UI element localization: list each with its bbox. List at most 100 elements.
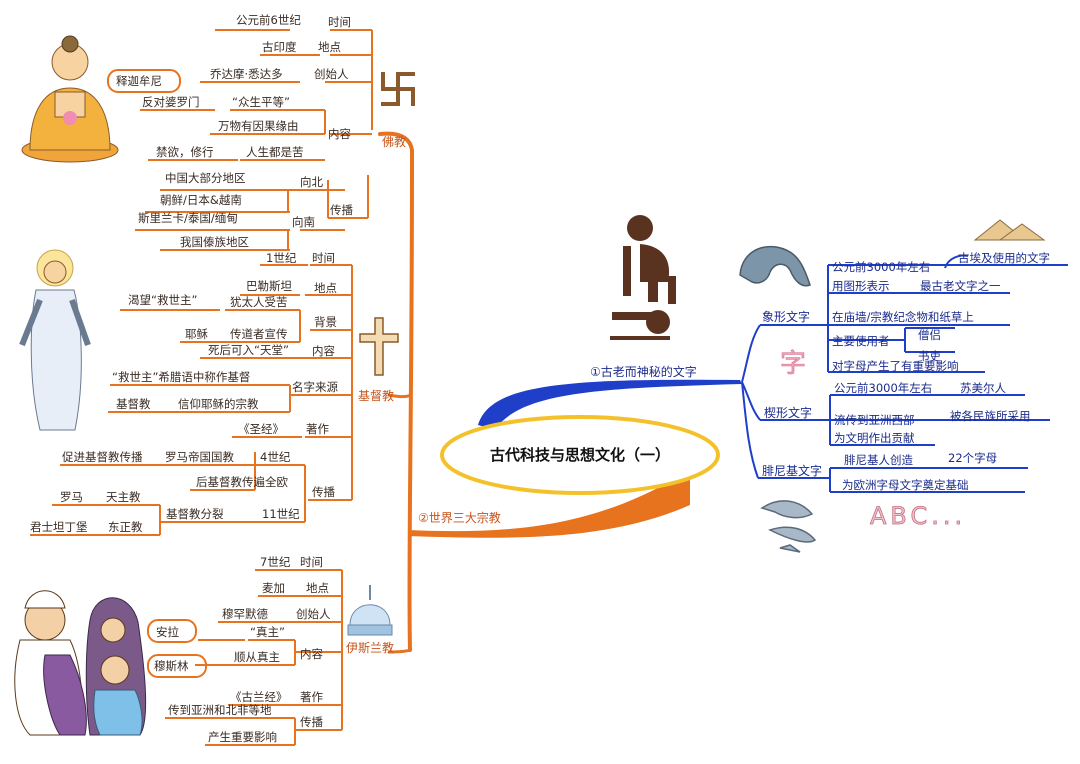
mosque-icon <box>347 585 393 636</box>
right-section <box>741 254 1068 493</box>
islam-section <box>147 569 343 746</box>
buddhism-south-key: 向南 <box>292 215 315 229</box>
main-spine-left <box>378 131 415 652</box>
hieroglyph-form: 用图形表示 <box>832 279 890 293</box>
buddhism-south-2: 我国傣族地区 <box>180 235 249 249</box>
phoenician-creator: 腓尼基人创造 <box>844 453 913 467</box>
christianity-place-key: 地点 <box>314 281 337 295</box>
christianity-work-key: 著作 <box>306 422 329 436</box>
islam-time-val: 7世纪 <box>260 555 291 569</box>
pharaoh-hieroglyph-figure <box>610 215 676 340</box>
pyramid-icon <box>973 219 1046 241</box>
hieroglyph-form-note: 最古老文字之一 <box>920 279 1001 293</box>
islam-founder-val: 穆罕默德 <box>222 607 268 621</box>
cuneiform-time-note: 苏美尔人 <box>960 381 1006 395</box>
serpent-glyph-icon <box>739 245 811 287</box>
buddhism-time-key: 时间 <box>328 15 351 29</box>
buddhism-founder-val: 乔达摩·悉达多 <box>210 67 283 81</box>
buddhism-c3-note: 禁欲，修行 <box>156 145 214 159</box>
buddhism-section <box>107 29 373 251</box>
buddhism-north-key: 向北 <box>300 175 323 189</box>
islam-content-key: 内容 <box>300 647 323 661</box>
christianity-catholic: 天主教 <box>106 490 141 504</box>
buddhism-place-key: 地点 <box>318 40 341 54</box>
islam-label: 伊斯兰教 <box>346 640 394 655</box>
cross-icon <box>359 317 399 376</box>
christianity-c4-1-note: 促进基督教传播 <box>62 450 143 464</box>
christianity-bg-2-note: 耶稣 <box>185 327 208 341</box>
islam-work-key: 著作 <box>300 690 323 704</box>
hieroglyph-label-icon: 字 <box>780 349 806 379</box>
islam-c1: “真主” <box>250 625 285 639</box>
branch-right-label: ①古老而神秘的文字 <box>590 364 697 379</box>
islam-spread-key: 传播 <box>300 715 323 729</box>
islam-c2-note: 穆斯林 <box>154 659 189 673</box>
christianity-bg-2: 传道者宣传 <box>230 327 288 341</box>
hieroglyph-user-2: 书吏 <box>918 349 941 363</box>
buddhism-label: 佛教 <box>382 134 406 149</box>
swastika-icon <box>381 72 415 106</box>
christianity-content-val: 死后可入“天堂” <box>208 343 289 357</box>
islam-spread-1: 传到亚洲和北非等地 <box>168 703 272 717</box>
phoenician-label: 腓尼基文字 <box>762 463 822 478</box>
hieroglyph-influence: 对字母产生了有重要影响 <box>832 359 959 373</box>
hieroglyph-users: 主要使用者 <box>832 334 890 348</box>
christianity-content-key: 内容 <box>312 344 335 358</box>
islam-founder-key: 创始人 <box>296 607 331 621</box>
hieroglyph-where: 在庙墙/宗教纪念物和纸草上 <box>832 310 974 324</box>
spine-to-islam <box>387 648 411 654</box>
buddhism-c2: 万物有因果缘由 <box>218 119 299 133</box>
center-node <box>440 415 720 495</box>
cuneiform-time: 公元前3000年左右 <box>834 381 932 395</box>
branch-left-label: ②世界三大宗教 <box>418 510 501 525</box>
christianity-name-2: 信仰耶稣的宗教 <box>178 397 259 411</box>
buddhism-spread-key: 传播 <box>330 203 353 217</box>
hieroglyph-label: 象形文字 <box>762 309 810 324</box>
phoenician-abc: ABC... <box>870 502 966 530</box>
buddhism-south-1: 斯里兰卡/泰国/缅甸 <box>138 211 238 225</box>
buddha-figure <box>21 35 119 163</box>
buddhism-founder-key: 创始人 <box>314 67 349 81</box>
cuneiform-label: 楔形文字 <box>764 405 812 420</box>
christianity-name-2-note: 基督教 <box>116 397 151 411</box>
buddhism-time-val: 公元前6世纪 <box>236 13 301 27</box>
buddhism-content-key: 内容 <box>328 127 351 141</box>
christianity-c11-val: 基督教分裂 <box>166 507 224 521</box>
christianity-spread-key: 传播 <box>312 485 335 499</box>
phoenician-creator-note: 22个字母 <box>948 451 997 465</box>
christianity-c11-key: 11世纪 <box>262 507 300 521</box>
christianity-bg-1: 犹太人受苦 <box>230 295 288 309</box>
islam-c2: 顺从真主 <box>234 650 280 664</box>
christianity-orthodox-note: 君士坦丁堡 <box>30 520 88 534</box>
hieroglyph-time: 公元前3000年左右 <box>832 260 930 274</box>
christianity-work-val: 《圣经》 <box>238 422 284 436</box>
christianity-name-key: 名字来源 <box>292 380 338 394</box>
jesus-figure <box>19 249 91 431</box>
christianity-time-key: 时间 <box>312 251 335 265</box>
phoenician-basis: 为欧洲字母文字奠定基础 <box>842 478 969 492</box>
islam-work-val: 《古兰经》 <box>230 690 288 704</box>
islam-c1-note: 安拉 <box>156 625 179 639</box>
branch-orange-wedge <box>408 470 690 538</box>
islam-place-key: 地点 <box>306 581 329 595</box>
christianity-c4-2: 后基督教传遍全欧 <box>196 475 288 489</box>
christianity-section <box>30 264 353 536</box>
christianity-bg-1-note: 渴望“救世主” <box>128 293 197 307</box>
christianity-name-1: “救世主”希腊语中称作基督 <box>112 370 250 384</box>
branch-blue-wedge <box>478 379 742 430</box>
christianity-label: 基督教 <box>358 388 394 403</box>
buddhism-north-1: 中国大部分地区 <box>165 171 246 185</box>
islam-time-key: 时间 <box>300 555 323 569</box>
hieroglyph-user-1: 僧侣 <box>918 328 941 342</box>
cuneiform-contrib: 为文明作出贡献 <box>834 431 915 445</box>
christianity-place-val: 巴勒斯坦 <box>246 279 292 293</box>
buddhism-c3: 人生都是苦 <box>246 145 304 159</box>
center-title: 古代科技与思想文化（一） <box>490 446 670 464</box>
islam-place-val: 麦加 <box>262 581 285 595</box>
christianity-time-val: 1世纪 <box>266 251 297 265</box>
cuneiform-spread: 流传到亚洲西部 <box>834 413 915 427</box>
buddhism-founder-alias: 释迦牟尼 <box>116 74 162 88</box>
christianity-catholic-note: 罗马 <box>60 490 83 504</box>
fish-glyph-icon <box>760 500 817 553</box>
